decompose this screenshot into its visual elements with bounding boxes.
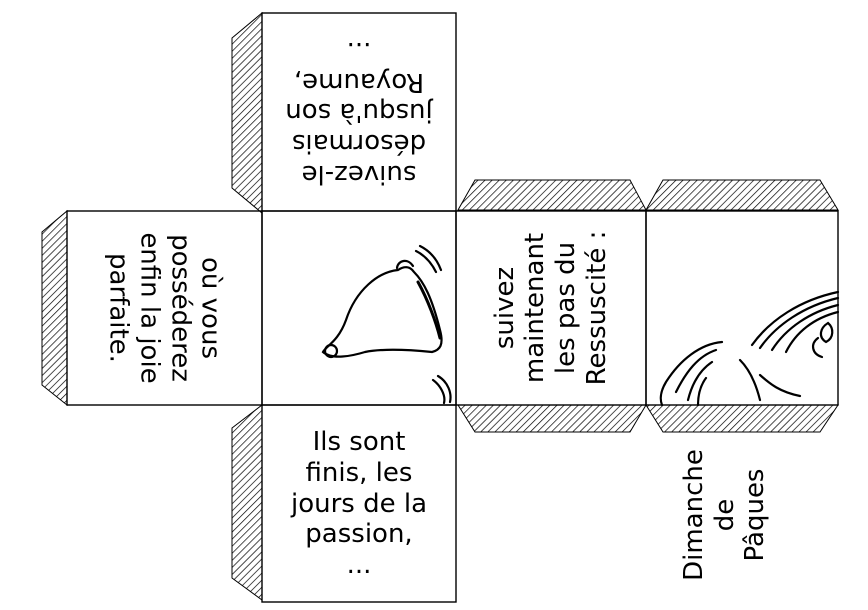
- face-left-text: où vous posséderez enfin la joie parfait…: [68, 211, 262, 406]
- face-right-text: suivez maintenant les pas du Ressuscité …: [454, 213, 648, 403]
- text-line: les pas du: [551, 241, 581, 375]
- text-line: Pâques: [740, 468, 771, 562]
- text-line: jusqu'à son: [285, 97, 433, 128]
- text-line: jours de la: [290, 488, 428, 519]
- glue-flap-top: [231, 11, 263, 215]
- glue-flap-right-top-1: [457, 179, 647, 211]
- text-line: maintenant: [520, 232, 551, 384]
- face-bottom: [261, 404, 457, 603]
- glue-flap-right-bottom-2: [645, 404, 839, 433]
- text-line: Royaume,: [293, 66, 425, 97]
- glue-flap-right-bottom-1: [457, 404, 647, 433]
- bell-illustration: [321, 244, 452, 405]
- text-line: suivez-le: [301, 158, 417, 189]
- glue-flap-bottom: [231, 403, 263, 601]
- text-line: enfin la joie: [134, 232, 165, 384]
- face-top-text: suivez-le désormais jusqu'à son Royaume,…: [262, 20, 456, 204]
- tomb-illustration: [659, 290, 840, 407]
- face-right-2: [645, 210, 839, 406]
- text-line: où vous: [195, 257, 226, 359]
- glue-flap-right-top-2: [645, 179, 839, 211]
- text-line: Ils sont: [312, 427, 406, 458]
- text-line: suivez: [489, 266, 520, 350]
- text-line: finis, les: [305, 457, 413, 488]
- text-line: ...: [346, 36, 372, 66]
- text-line: de: [709, 498, 740, 532]
- text-line: posséderez: [165, 234, 196, 382]
- text-line: ...: [346, 550, 372, 580]
- text-line: Dimanche: [678, 449, 709, 581]
- text-line: désormais: [291, 128, 427, 159]
- caption-text: Dimanche de Pâques: [650, 430, 800, 600]
- glue-flap-left: [41, 209, 68, 407]
- text-line: Ressuscité :: [581, 230, 612, 386]
- face-bottom-text: Ils sont finis, les jours de la passion,…: [262, 410, 456, 598]
- text-line: passion,: [305, 519, 413, 550]
- text-line: parfaite.: [103, 253, 134, 363]
